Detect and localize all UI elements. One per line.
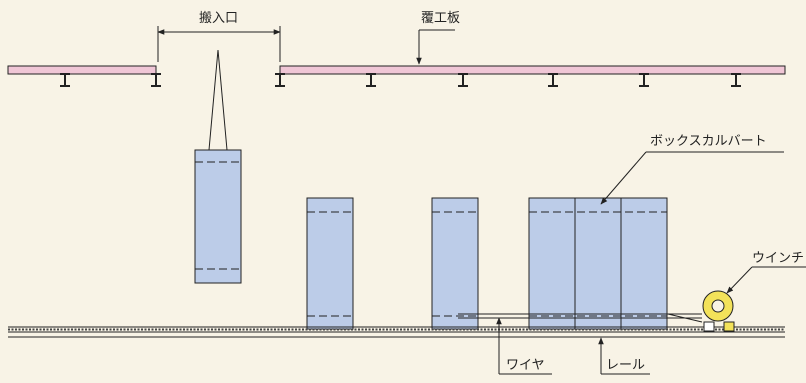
support-beam <box>458 73 468 87</box>
deck-callout: 覆工板 <box>416 11 460 65</box>
support-beam <box>548 73 558 87</box>
support-beam <box>731 73 741 87</box>
support-beam <box>60 73 70 87</box>
deck-support-beams <box>60 73 741 87</box>
wire-callout: ワイヤ <box>496 317 552 375</box>
winch-callout: ウインチ <box>726 251 806 294</box>
opening-dimension: 搬入口 <box>157 11 281 62</box>
deck-label: 覆工板 <box>421 11 460 26</box>
rail <box>8 326 785 338</box>
wire-label: ワイヤ <box>506 358 545 373</box>
rail-callout: レール <box>598 337 650 375</box>
deck-plate-left <box>7 65 157 75</box>
culvert-1 <box>306 197 354 330</box>
culvert-label: ボックスカルバート <box>650 134 767 149</box>
culvert-group <box>528 197 668 330</box>
rail-label: レール <box>606 358 645 373</box>
suspended-culvert <box>194 49 242 284</box>
culvert-2 <box>431 197 479 330</box>
winch <box>702 290 735 332</box>
support-beam <box>639 73 649 87</box>
support-beam <box>275 73 285 87</box>
support-beam <box>151 73 161 87</box>
winch-label: ウインチ <box>752 251 804 266</box>
deck-plate-right <box>279 65 786 75</box>
opening-label: 搬入口 <box>199 11 238 26</box>
support-beam <box>366 73 376 87</box>
culvert-callout: ボックスカルバート <box>600 134 784 205</box>
